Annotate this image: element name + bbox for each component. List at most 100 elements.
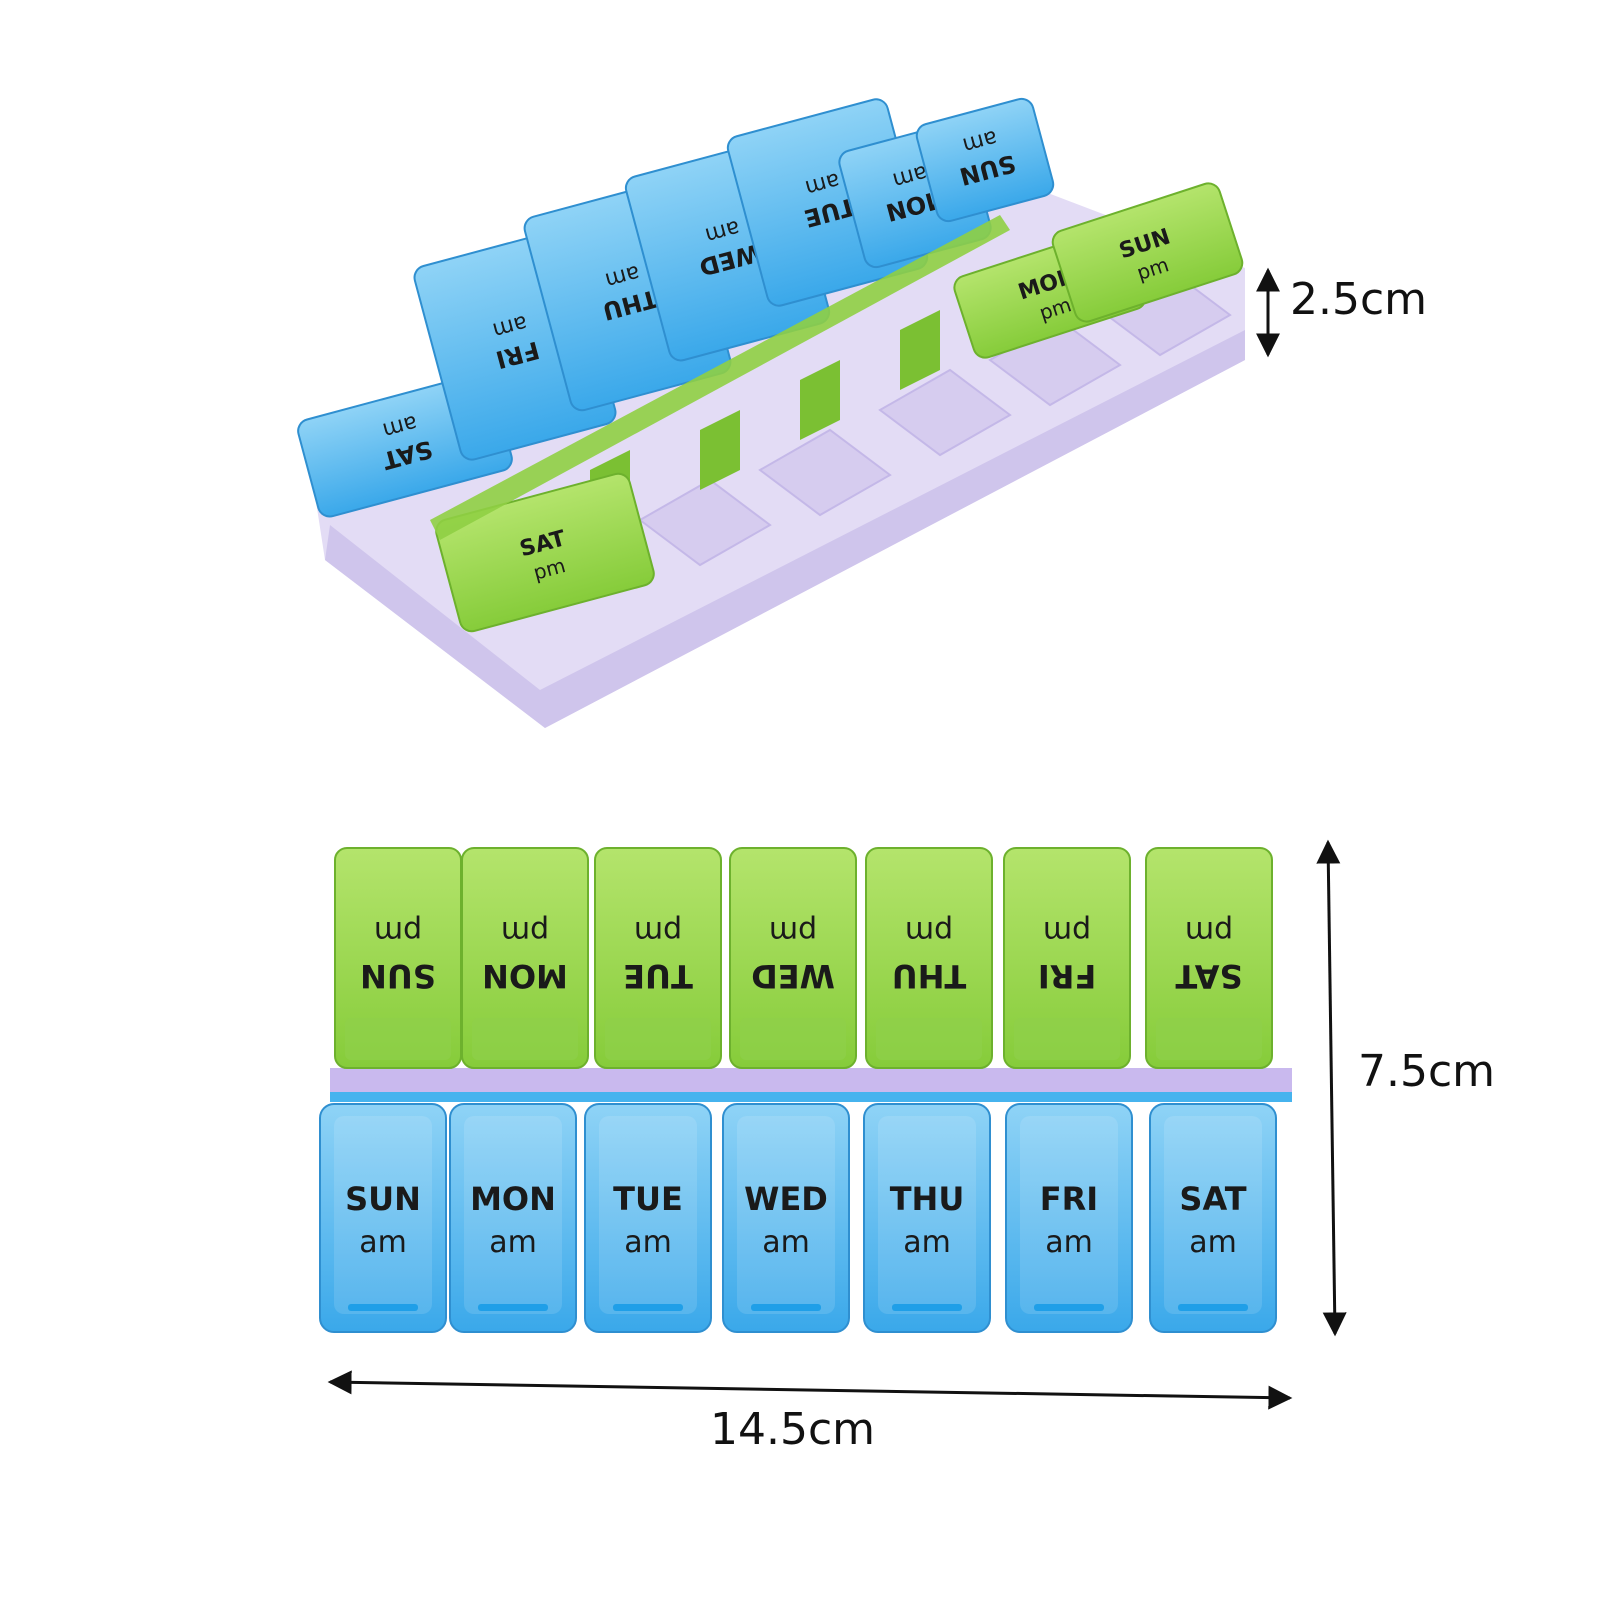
am-lid-period: am — [762, 1225, 810, 1260]
am-lid-shape — [319, 1103, 447, 1333]
pm-lid-shape — [865, 847, 993, 1069]
am-lid-day: SAT — [1179, 1180, 1246, 1218]
pm-lid-label-group: SUN pm — [360, 914, 436, 995]
width-label: 14.5cm — [710, 1404, 875, 1455]
pm-lid-tab — [472, 1018, 578, 1060]
compartment-well — [758, 428, 892, 517]
open-pm-lid-shape — [435, 472, 655, 633]
am-lid-tab — [1034, 1304, 1104, 1311]
am-lid-window — [1164, 1116, 1262, 1314]
pm-lid-sat[interactable]: SAT pm — [1145, 847, 1273, 1069]
pm-lid-label-group: SAT pm — [1175, 914, 1242, 995]
am-lid-tue[interactable]: TUE am — [584, 1103, 712, 1333]
am-lid-day: MON — [470, 1180, 556, 1218]
am-lid-period: am — [359, 1225, 407, 1260]
am-lid-day: SUN — [345, 1180, 421, 1218]
am-lid-period: am — [624, 1225, 672, 1260]
compartment-well — [878, 368, 1012, 457]
am-lid-tab — [892, 1304, 962, 1311]
am-lid-tab — [348, 1304, 418, 1311]
am-lid-shape — [584, 1103, 712, 1333]
pm-lid-day: MON — [482, 957, 568, 995]
pm-lid-shape — [1145, 847, 1273, 1069]
am-lid-window — [737, 1116, 835, 1314]
am-lid-tab — [613, 1304, 683, 1311]
pm-lid-period: pm — [1185, 914, 1233, 949]
am-lid-window — [599, 1116, 697, 1314]
pm-lid-tab — [876, 1018, 982, 1060]
am-lid-day: WED — [744, 1180, 828, 1218]
pm-lid-day: WED — [751, 957, 835, 995]
pm-lid-day: FRI — [1038, 957, 1096, 995]
am-lid-period: am — [1189, 1225, 1237, 1260]
am-lid-sun[interactable]: SUN am — [319, 1103, 447, 1333]
width-dimension: 14.5cm — [327, 1370, 1293, 1455]
width-arrow — [327, 1370, 1293, 1410]
pm-lid-period: pm — [905, 914, 953, 949]
pm-lid-fri[interactable]: FRI pm — [1003, 847, 1131, 1069]
compartment-divider — [800, 360, 840, 440]
pm-lid-shape — [1003, 847, 1131, 1069]
pm-lid-label-group: MON pm — [482, 914, 568, 995]
am-lid-shape — [722, 1103, 850, 1333]
pm-lid-sun[interactable]: SUN pm — [334, 847, 462, 1069]
hinge-strip-blue — [330, 1092, 1292, 1102]
am-lid-tab — [478, 1304, 548, 1311]
compartment-well — [638, 478, 772, 567]
pm-lid-tab — [1156, 1018, 1262, 1060]
am-lid-wed[interactable]: WED am — [722, 1103, 850, 1333]
depth-dimension: 7.5cm — [1316, 839, 1495, 1337]
pm-lid-shape — [729, 847, 857, 1069]
am-lid-day: TUE — [613, 1180, 683, 1218]
open-am-lid-shape — [915, 97, 1055, 223]
pm-lid-period: pm — [501, 914, 549, 949]
am-lid-window — [464, 1116, 562, 1314]
pm-lid-day: THU — [892, 957, 967, 995]
compartment-divider — [900, 310, 940, 390]
am-lid-window — [878, 1116, 976, 1314]
pm-lid-day: SUN — [360, 957, 436, 995]
pm-lid-tab — [1014, 1018, 1120, 1060]
am-lid-day: FRI — [1040, 1180, 1098, 1218]
am-lid-sat[interactable]: SAT am — [1149, 1103, 1277, 1333]
pm-lid-label-group: THU pm — [892, 914, 967, 995]
am-lid-shape — [449, 1103, 577, 1333]
pm-lid-day: TUE — [623, 957, 693, 995]
pm-lid-tab — [740, 1018, 846, 1060]
am-lid-window — [1020, 1116, 1118, 1314]
pm-lid-period: pm — [634, 914, 682, 949]
am-lid-period: am — [1045, 1225, 1093, 1260]
am-lid-shape — [863, 1103, 991, 1333]
open-pm-lid-shape — [1051, 182, 1244, 323]
am-lid-shape — [1149, 1103, 1277, 1333]
compartment-divider — [700, 410, 740, 490]
am-lid-fri[interactable]: FRI am — [1005, 1103, 1133, 1333]
pm-lid-label-group: FRI pm — [1038, 914, 1096, 995]
pm-lid-label-group: TUE pm — [623, 914, 693, 995]
height-dimension: 2.5cm — [1256, 267, 1427, 358]
pm-lid-mon[interactable]: MON pm — [461, 847, 589, 1069]
am-lid-day: THU — [890, 1180, 965, 1218]
pm-lid-period: pm — [1043, 914, 1091, 949]
depth-arrow — [1316, 839, 1347, 1337]
pm-lid-period: pm — [374, 914, 422, 949]
open-hinge-band — [430, 215, 1010, 540]
pm-lid-thu[interactable]: THU pm — [865, 847, 993, 1069]
pm-lid-tue[interactable]: TUE pm — [594, 847, 722, 1069]
pm-lid-tab — [605, 1018, 711, 1060]
pm-lid-day: SAT — [1175, 957, 1242, 995]
am-lid-period: am — [489, 1225, 537, 1260]
am-lid-mon[interactable]: MON am — [449, 1103, 577, 1333]
pm-lid-shape — [461, 847, 589, 1069]
